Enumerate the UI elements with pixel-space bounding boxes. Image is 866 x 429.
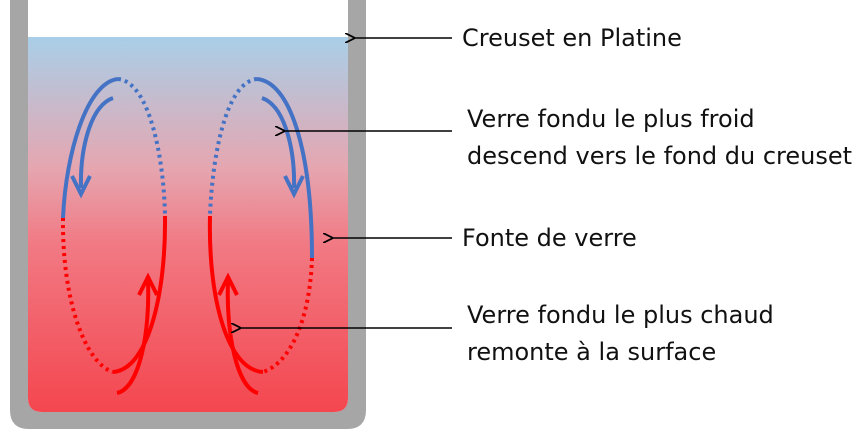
label-cold-glass-line-2: descend vers le fond du creuset [467, 142, 853, 171]
left-hot-arrow [116, 281, 151, 395]
right-cold-arrow-head [283, 175, 305, 199]
label-crucible: Creuset en Platine [462, 24, 682, 52]
right-loop-dotted-right [262, 257, 314, 374]
label-hot-glass: Verre fondu le plus chaud remonte à la s… [467, 297, 774, 371]
left-loop-dotted-left [60, 217, 114, 374]
label-cold-glass-line-1: Verre fondu le plus froid [467, 105, 755, 133]
right-hot-flow-arc [207, 215, 264, 374]
right-hot-arrow [225, 281, 259, 395]
right-cold-arrow [261, 96, 297, 189]
left-hot-flow-arc [112, 215, 168, 374]
left-cold-arrow-head [70, 175, 92, 199]
left-cold-arrow [78, 96, 114, 189]
label-hot-glass-line-2: remonte à la surface [467, 338, 717, 367]
right-convection-loop [207, 77, 314, 395]
right-cold-flow-arc [256, 77, 314, 259]
right-hot-arrow-head [217, 272, 239, 296]
left-convection-loop [60, 77, 168, 395]
glass-melt [28, 37, 348, 412]
label-hot-glass-line-1: Verre fondu le plus chaud [467, 301, 774, 329]
label-cold-glass: Verre fondu le plus froid descend vers l… [467, 101, 852, 175]
right-loop-dotted-top [208, 77, 258, 217]
left-loop-dotted-top [117, 77, 167, 217]
left-hot-arrow-head [137, 272, 159, 296]
label-melt: Fonte de verre [462, 224, 637, 252]
left-cold-flow-arc [61, 77, 119, 219]
